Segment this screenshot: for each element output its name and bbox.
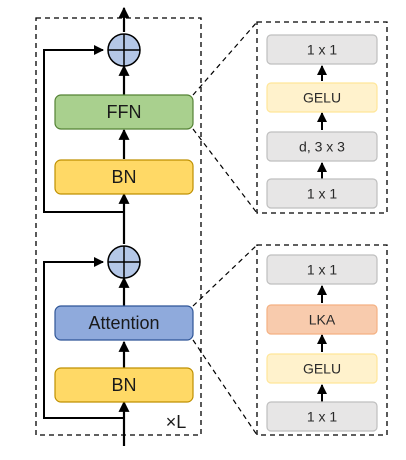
attention-layer-label: GELU	[303, 361, 341, 377]
ffn-layer-label: 1 x 1	[307, 42, 338, 58]
ffn-layer-label: d, 3 x 3	[299, 139, 345, 155]
attention-layer-conv1x1-out: 1 x 1	[266, 254, 378, 285]
skip-connection-top	[43, 45, 124, 213]
attention-zoom-line-bottom	[192, 339, 258, 436]
add-node-top	[107, 33, 141, 67]
skip-connection-bottom	[43, 257, 124, 419]
attention-layer-gelu: GELU	[266, 353, 378, 384]
bn-top-label: BN	[111, 167, 136, 187]
ffn-layer-dwconv3x3: d, 3 x 3	[266, 131, 378, 162]
ffn-block: FFN	[54, 94, 194, 130]
ffn-zoom-line-top	[192, 21, 258, 96]
ffn-layer-conv1x1-out: 1 x 1	[266, 34, 378, 65]
bn-block-top: BN	[54, 159, 194, 195]
repeat-label: ×L	[166, 412, 187, 432]
repeated-block-frame	[35, 17, 202, 436]
bn-block-bottom: BN	[54, 367, 194, 403]
attention-layer-label: LKA	[309, 312, 336, 328]
attention-layer-conv1x1-in: 1 x 1	[266, 401, 378, 432]
ffn-layer-label: GELU	[303, 90, 341, 106]
attention-layer-label: 1 x 1	[307, 409, 338, 425]
ffn-layer-label: 1 x 1	[307, 186, 338, 202]
ffn-layer-gelu: GELU	[266, 82, 378, 113]
attention-layer-lka: LKA	[266, 304, 378, 335]
attention-layer-label: 1 x 1	[307, 262, 338, 278]
attention-detail-frame	[256, 244, 388, 436]
attention-block: Attention	[54, 305, 194, 341]
ffn-layer-conv1x1-in: 1 x 1	[266, 178, 378, 209]
ffn-detail-frame	[256, 21, 388, 214]
attention-label: Attention	[88, 313, 159, 333]
bn-bottom-label: BN	[111, 375, 136, 395]
attention-zoom-line-top	[192, 244, 258, 307]
add-node-bottom	[107, 245, 141, 279]
ffn-label: FFN	[107, 102, 142, 122]
ffn-zoom-line-bottom	[192, 128, 258, 214]
